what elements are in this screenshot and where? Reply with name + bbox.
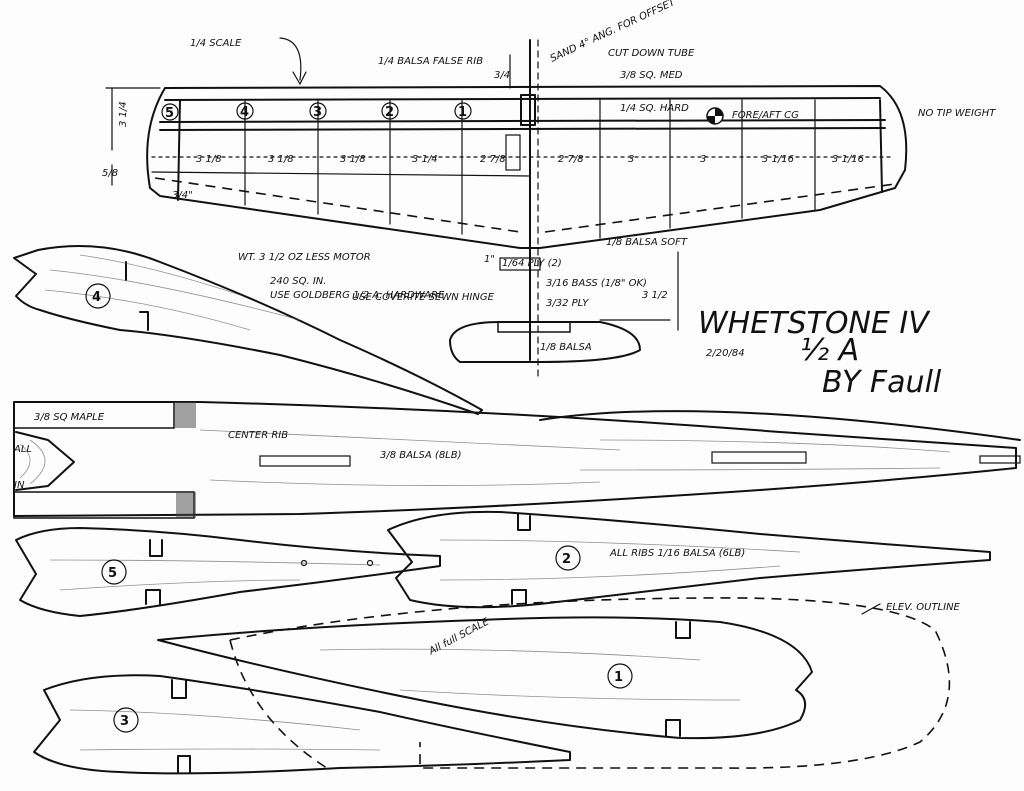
rib-circle xyxy=(381,102,399,120)
wing-plan: 5 4 3 2 1 3 1/8 3 1/8 3 1/8 3 1/4 2 7/8 … xyxy=(102,37,908,381)
center-rib: CENTER RIB 3/8 BALSA (8LB) 3/8 SQ MAPLE … xyxy=(13,401,1021,519)
dim-top: 3/4 xyxy=(494,70,510,81)
rib-number: 2 xyxy=(385,105,394,120)
in-note: IN xyxy=(14,480,25,491)
rib-5-label: 5 xyxy=(108,566,117,581)
cg-icon xyxy=(706,107,724,125)
stab-note: 1/8 BALSA xyxy=(540,342,592,353)
rib-5: 5 xyxy=(15,527,441,617)
rib-number: 5 xyxy=(165,106,174,121)
false-rib-block xyxy=(520,94,536,126)
scale-note: 1/4 SCALE xyxy=(190,38,242,49)
bass-note: 3/16 BASS (1/8" OK) xyxy=(546,278,647,289)
hardware-note: USE GOLDBERG 1/2 A. HARDWARE xyxy=(270,290,445,301)
area-note: 240 SQ. IN. xyxy=(270,276,326,287)
sq-med-note: 3/8 SQ. MED xyxy=(620,70,683,81)
spacing-label: 3 1/16 xyxy=(832,154,864,165)
cut-tube-note: CUT DOWN TUBE xyxy=(608,48,695,59)
hinge-note: USE COVERITE SEWN HINGE xyxy=(352,292,495,303)
cg-note: FORE/AFT CG xyxy=(732,110,799,121)
all-ribs-note: ALL RIBS 1/16 BALSA (6LB) xyxy=(609,548,745,559)
dim-small: 5/8 xyxy=(102,168,118,179)
plan-class: ½ A xyxy=(800,333,859,368)
wing-rib-numbers: 5 4 3 2 1 xyxy=(161,102,472,121)
dim-one: 1" xyxy=(484,254,495,265)
rib-number: 4 xyxy=(240,105,249,120)
elevator-outline: ELEV. OUTLINE xyxy=(229,597,961,771)
rib-3: 3 xyxy=(33,674,571,775)
plan-author: BY Faull xyxy=(822,365,942,400)
all-note: ALL xyxy=(13,444,32,455)
plan-date: 2/20/84 xyxy=(706,348,745,359)
weight-note: WT. 3 1/2 OZ LESS MOTOR xyxy=(238,252,371,263)
balsa-soft-note: 1/8 BALSA SOFT xyxy=(606,237,688,248)
false-rib-note: 1/4 BALSA FALSE RIB xyxy=(378,56,483,67)
tip-note: NO TIP WEIGHT xyxy=(918,108,996,119)
rib-1: 1 xyxy=(157,616,813,740)
rib-number: 1 xyxy=(458,105,467,120)
dim-side: 3 1/4 xyxy=(118,101,129,127)
rib-3-label: 3 xyxy=(120,714,129,729)
spacing-label: 3 1/8 xyxy=(340,154,366,165)
title-block: WHETSTONE IV 2/20/84 ½ A BY Faull xyxy=(698,306,942,400)
wing-spacings: 3 1/8 3 1/8 3 1/8 3 1/4 2 7/8 2 7/8 3 3 … xyxy=(151,154,891,165)
rib-2: 2 ALL RIBS 1/16 BALSA (6LB) xyxy=(387,510,991,609)
spacing-label: 3 1/8 xyxy=(196,154,222,165)
center-rib-label: CENTER RIB xyxy=(228,430,288,441)
ply32-note: 3/32 PLY xyxy=(546,298,589,309)
rib-circle xyxy=(309,102,327,120)
center-rib-material: 3/8 BALSA (8LB) xyxy=(380,450,462,461)
spacing-label: 3 1/16 xyxy=(762,154,794,165)
rib-4-label: 4 xyxy=(92,290,101,305)
spacing-label: 3 1/8 xyxy=(268,154,294,165)
rib-circle xyxy=(454,102,472,120)
elev-note: ELEV. OUTLINE xyxy=(886,602,961,613)
spacing-label: 2 7/8 xyxy=(480,154,506,165)
spacing-label: 3 1/4 xyxy=(412,154,438,165)
rib-4: 4 xyxy=(13,245,483,415)
plan-title: WHETSTONE IV xyxy=(698,306,931,341)
spacing-label: 2 7/8 xyxy=(558,154,584,165)
dim-35: 3 1/2 xyxy=(642,290,668,301)
maple-note: 3/8 SQ MAPLE xyxy=(34,412,105,423)
wing-annotations: 1/4 SCALE 1/4 BALSA FALSE RIB SAND 4° AN… xyxy=(190,0,996,353)
wing-rib-lines xyxy=(177,99,883,239)
ply-note: 1/64 PLY (2) xyxy=(502,258,562,269)
dim-tip: 3/4" xyxy=(172,190,193,201)
rib-2-label: 2 xyxy=(562,552,571,567)
rib-circle xyxy=(236,102,254,120)
spacing-label: 3 xyxy=(700,154,706,165)
rib-1-label: 1 xyxy=(614,670,623,685)
spacing-label: 3 xyxy=(628,154,634,165)
rib-number: 3 xyxy=(313,105,322,120)
stabilizer xyxy=(449,257,671,363)
sq-hard-note: 1/4 SQ. HARD xyxy=(620,103,689,114)
rib-circle xyxy=(161,103,179,121)
scale-leader xyxy=(279,37,302,81)
